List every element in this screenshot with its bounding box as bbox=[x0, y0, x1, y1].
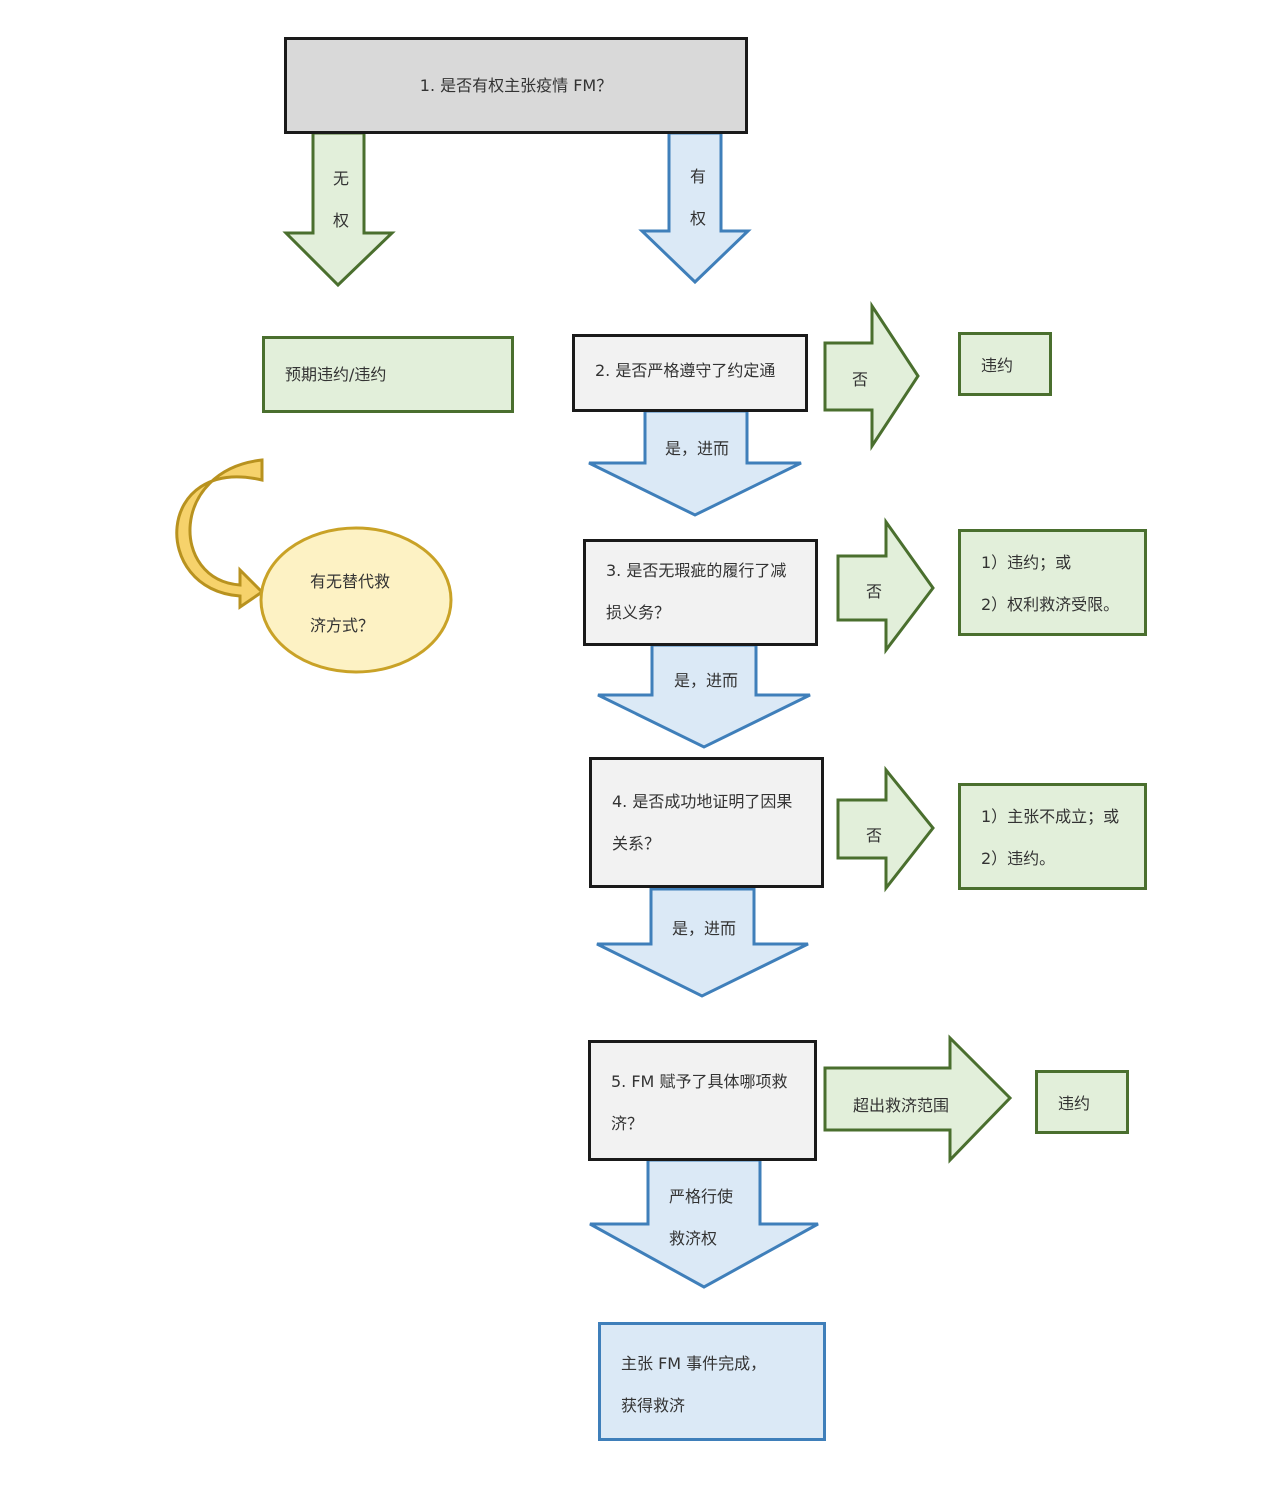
question-1-text: 1. 是否有权主张疫情 FM？ bbox=[419, 76, 613, 95]
q5-result-text: 违约 bbox=[1058, 1094, 1091, 1113]
q4-yes-label: 是，进而 bbox=[672, 919, 737, 938]
has-right-label-2: 权 bbox=[690, 209, 707, 228]
arrow-q4-no bbox=[836, 765, 935, 893]
q2-result-box: 违约 bbox=[958, 332, 1052, 396]
no-right-label-2: 权 bbox=[333, 211, 350, 230]
q5-yes-label-2: 救济权 bbox=[669, 1229, 718, 1248]
q2-no-label: 否 bbox=[852, 370, 869, 389]
question-3-line-1: 3. 是否无瑕疵的履行了减 bbox=[606, 561, 787, 580]
q4-result-box: 1）主张不成立；或 2）违约。 bbox=[958, 783, 1147, 890]
q5-yes-label-1: 严格行使 bbox=[669, 1187, 734, 1206]
q4-no-label: 否 bbox=[866, 826, 883, 845]
q4-result-line-1: 1）主张不成立；或 bbox=[981, 807, 1120, 826]
question-2-text: 2. 是否严格遵守了约定通 bbox=[595, 361, 776, 380]
question-5-box: 5. FM 赋予了具体哪项救 济？ bbox=[588, 1040, 817, 1161]
q2-result-text: 违约 bbox=[981, 356, 1014, 375]
question-4-line-2: 关系？ bbox=[612, 834, 661, 853]
q5-exceed-label: 超出救济范围 bbox=[853, 1096, 950, 1115]
question-3-line-2: 损义务？ bbox=[606, 603, 671, 622]
anticipatory-breach-box: 预期违约/违约 bbox=[262, 336, 514, 413]
question-4-line-1: 4. 是否成功地证明了因果 bbox=[612, 792, 793, 811]
final-line-2: 获得救济 bbox=[621, 1396, 686, 1415]
arrow-has-right bbox=[638, 131, 752, 285]
q3-result-line-1: 1）违约；或 bbox=[981, 553, 1072, 572]
question-2-box: 2. 是否严格遵守了约定通 bbox=[572, 334, 808, 412]
arrow-q5-exceed bbox=[823, 1034, 1013, 1164]
question-1-box: 1. 是否有权主张疫情 FM？ bbox=[284, 37, 748, 134]
question-3-box: 3. 是否无瑕疵的履行了减 损义务？ bbox=[583, 539, 818, 646]
q4-result-line-2: 2）违约。 bbox=[981, 849, 1056, 868]
curved-arrow bbox=[175, 458, 265, 610]
no-right-label-1: 无 bbox=[333, 169, 350, 188]
final-line-1: 主张 FM 事件完成， bbox=[621, 1354, 767, 1373]
arrow-q2-yes bbox=[588, 409, 802, 517]
q3-no-label: 否 bbox=[866, 582, 883, 601]
anticipatory-breach-text: 预期违约/违约 bbox=[285, 365, 387, 384]
q3-yes-label: 是，进而 bbox=[674, 671, 739, 690]
arrow-q5-yes bbox=[589, 1158, 819, 1289]
alternative-remedy-line-1: 有无替代救 bbox=[310, 572, 391, 591]
question-5-line-2: 济？ bbox=[611, 1114, 644, 1133]
question-4-box: 4. 是否成功地证明了因果 关系？ bbox=[589, 757, 824, 888]
q2-yes-label: 是，进而 bbox=[665, 439, 730, 458]
q3-result-box: 1）违约；或 2）权利救济受限。 bbox=[958, 529, 1147, 636]
arrow-q2-no bbox=[823, 300, 920, 452]
arrow-no-right bbox=[282, 131, 396, 288]
q5-result-box: 违约 bbox=[1035, 1070, 1129, 1134]
final-box: 主张 FM 事件完成， 获得救济 bbox=[598, 1322, 826, 1441]
arrow-q3-no bbox=[836, 517, 935, 655]
q3-result-line-2: 2）权利救济受限。 bbox=[981, 595, 1120, 614]
has-right-label-1: 有 bbox=[690, 167, 707, 186]
question-5-line-1: 5. FM 赋予了具体哪项救 bbox=[611, 1072, 788, 1091]
alternative-remedy-line-2: 济方式？ bbox=[310, 616, 375, 635]
arrow-q4-yes bbox=[596, 887, 809, 998]
arrow-q3-yes bbox=[597, 643, 811, 749]
alternative-remedy-ellipse bbox=[259, 526, 453, 674]
